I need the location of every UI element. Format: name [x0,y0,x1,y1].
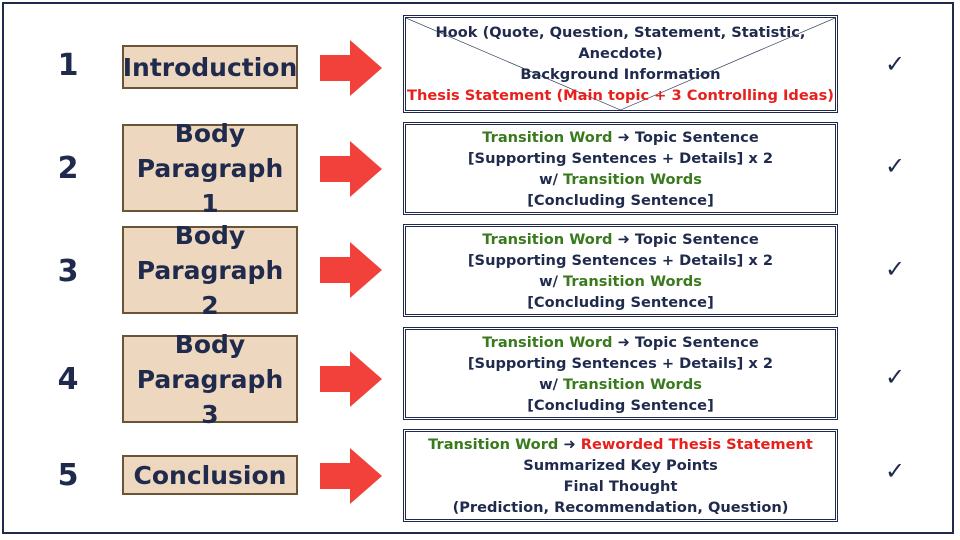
transition-words-text: Transition Words [563,375,702,393]
row-5-content-box: Transition Word ➜ Reworded Thesis Statem… [403,429,838,522]
check-icon: ✓ [884,363,906,391]
with-transition-line: w/ Transition Words [539,271,702,292]
concluding-text: [Concluding Sentence] [527,293,714,311]
transition-word-text: Transition Word [482,128,613,146]
row-4-label-box: Body Paragraph 3 [122,330,298,429]
row-5-label: Conclusion [133,460,287,490]
thesis-text: Thesis Statement (Main topic + 3 Control… [407,87,834,104]
row-5-number: 5 [57,458,79,493]
background-text: Background Information [520,66,721,83]
transition-words-text: Transition Words [563,272,702,290]
with-text: w/ [539,170,558,188]
reworded-thesis-text: Reworded Thesis Statement [580,435,813,453]
row-4-label-line-1: Body [174,329,246,359]
row-2-label-line-1: Body [174,118,246,148]
arrow-icon: ➜ [617,230,630,248]
row-5-label-box: Conclusion [122,455,298,495]
row-4-number: 4 [57,362,79,397]
row-4-label-line-2: Paragraph 3 [136,364,284,429]
row-3-content-box: Transition Word ➜ Topic Sentence [Suppor… [403,224,838,317]
right-arrow-icon [320,141,382,197]
reworded-line: Transition Word ➜ Reworded Thesis Statem… [428,434,813,455]
row-1-number: 1 [57,48,79,83]
check-icon: ✓ [884,152,906,180]
row-3-label-line-2: Paragraph 2 [136,255,284,320]
concluding-text: [Concluding Sentence] [527,396,714,414]
supporting-text: [Supporting Sentences + Details] x 2 [467,149,774,167]
arrow-icon: ➜ [617,333,630,351]
row-1-content-box: Hook (Quote, Question, Statement, Statis… [403,15,838,113]
diagram-frame [2,2,954,534]
supporting-text: [Supporting Sentences + Details] x 2 [467,251,774,269]
row-2-label-line-2: Paragraph 1 [136,153,284,218]
check-icon: ✓ [884,255,906,283]
with-transition-line: w/ Transition Words [539,169,702,190]
transition-word-text: Transition Word [428,435,559,453]
right-arrow-icon [320,242,382,298]
right-arrow-icon [320,40,382,96]
topic-line: Transition Word ➜ Topic Sentence [482,127,758,148]
row-1-label-box: Introduction [122,45,298,89]
topic-line: Transition Word ➜ Topic Sentence [482,332,758,353]
transition-words-text: Transition Words [563,170,702,188]
right-arrow-icon [320,448,382,504]
concluding-text: [Concluding Sentence] [527,191,714,209]
row-2-content-box: Transition Word ➜ Topic Sentence [Suppor… [403,122,838,215]
with-text: w/ [539,272,558,290]
row-4-content-box: Transition Word ➜ Topic Sentence [Suppor… [403,327,838,420]
examples-text: (Prediction, Recommendation, Question) [452,498,789,516]
topic-sentence-text: Topic Sentence [634,333,759,351]
supporting-text: [Supporting Sentences + Details] x 2 [467,354,774,372]
check-icon: ✓ [884,50,906,78]
arrow-icon: ➜ [617,128,630,146]
final-thought-text: Final Thought [563,477,678,495]
topic-line: Transition Word ➜ Topic Sentence [482,229,758,250]
topic-sentence-text: Topic Sentence [634,230,759,248]
transition-word-text: Transition Word [482,333,613,351]
row-3-number: 3 [57,254,79,289]
envelope-cross-decoration [406,18,835,110]
row-1-label: Introduction [122,52,298,82]
hook-text: Hook (Quote, Question, Statement, Statis… [435,24,806,62]
arrow-icon: ➜ [563,435,576,453]
summary-text: Summarized Key Points [523,456,718,474]
row-3-label-line-1: Body [174,220,246,250]
row-2-label-box: Body Paragraph 1 [122,119,298,218]
with-transition-line: w/ Transition Words [539,374,702,395]
check-icon: ✓ [884,457,906,485]
with-text: w/ [539,375,558,393]
right-arrow-icon [320,351,382,407]
topic-sentence-text: Topic Sentence [634,128,759,146]
row-3-label-box: Body Paragraph 2 [122,221,298,320]
transition-word-text: Transition Word [482,230,613,248]
row-2-number: 2 [57,151,79,186]
